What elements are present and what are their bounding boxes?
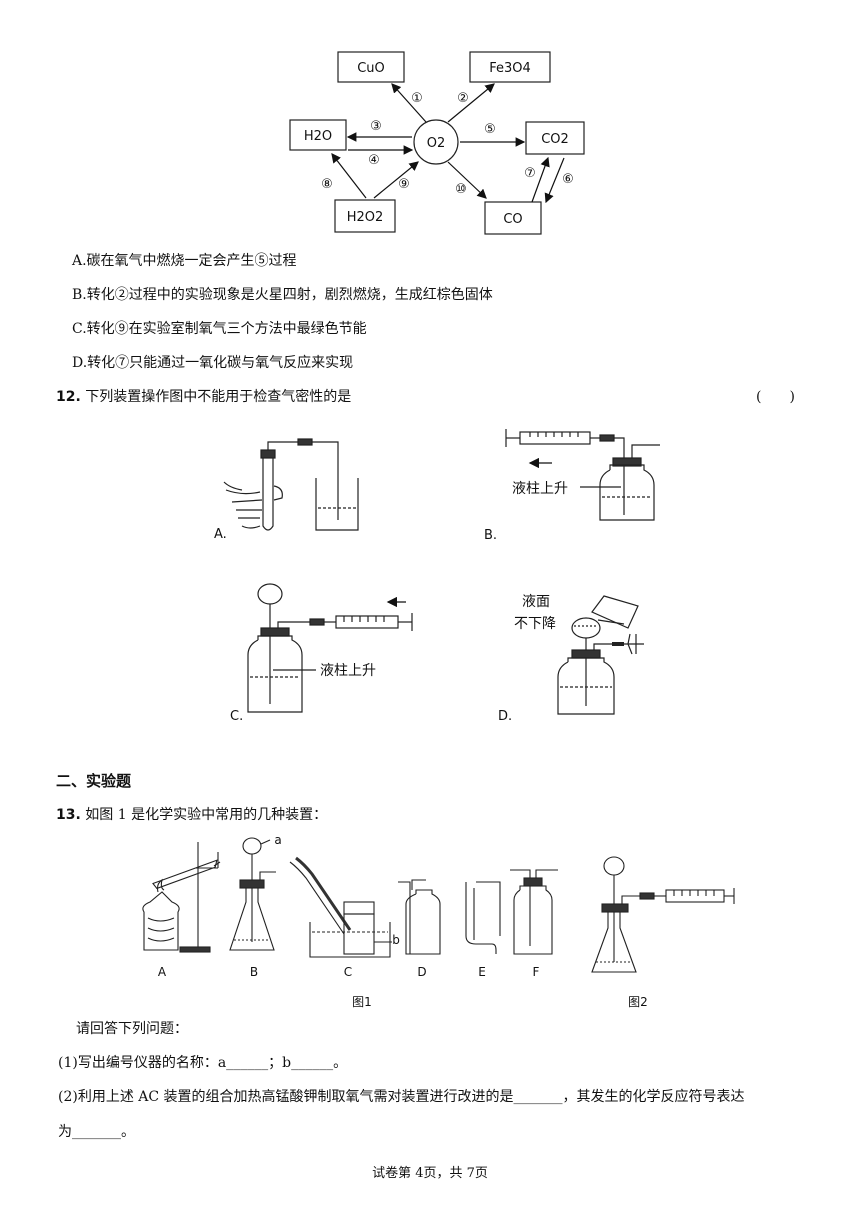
q13-text: 如图 1 是化学实验中常用的几种装置： bbox=[85, 807, 328, 823]
arrow-label-5: ⑤ bbox=[484, 122, 496, 137]
q13-number: 13. bbox=[56, 807, 81, 823]
apparatus-letter-e: E bbox=[478, 965, 486, 979]
apparatus-letter-c: C bbox=[344, 965, 352, 979]
apparatus-letter-a: A bbox=[158, 965, 167, 979]
arrow-label-6: ⑥ bbox=[562, 172, 574, 187]
arrow-label-7: ⑦ bbox=[524, 166, 536, 181]
node-o2: O2 bbox=[427, 136, 446, 151]
figure-d-funnel-water: 液面 不下降 D. bbox=[498, 594, 644, 724]
figure-d-label: D. bbox=[498, 709, 512, 724]
q12-number: 12. bbox=[56, 389, 81, 405]
node-cuo: CuO bbox=[357, 61, 385, 76]
figure-1-caption: 图1 bbox=[352, 995, 372, 1009]
q13-part-1: (1)写出编号仪器的名称：a______；b______。 bbox=[58, 1055, 348, 1071]
q11-option-c: C.转化⑨在实验室制氧气三个方法中最绿色节能 bbox=[72, 321, 367, 337]
node-co: CO bbox=[503, 212, 522, 227]
q12-text: 下列装置操作图中不能用于检查气密性的是 bbox=[85, 389, 352, 405]
figure-b-note: 液柱上升 bbox=[512, 481, 568, 497]
arrow-label-2: ② bbox=[457, 91, 469, 106]
node-h2o: H2O bbox=[304, 129, 332, 144]
q12-stem: 12. 下列装置操作图中不能用于检查气密性的是 bbox=[56, 387, 351, 407]
q11-option-d: D.转化⑦只能通过一氧化碳与氧气反应来实现 bbox=[72, 355, 354, 371]
figure-b-label: B. bbox=[484, 528, 497, 543]
node-fe3o4: Fe3O4 bbox=[489, 61, 531, 76]
page-footer: 试卷第 4页，共 7页 bbox=[372, 1166, 488, 1181]
apparatus-tag-b: b bbox=[392, 933, 400, 947]
q13-prompt: 请回答下列问题： bbox=[76, 1021, 188, 1037]
q13-part-2-line-2: 为_______。 bbox=[58, 1124, 135, 1140]
q13-part-2-line-1: (2)利用上述 AC 装置的组合加热高锰酸钾制取氧气需对装置进行改进的是____… bbox=[58, 1089, 745, 1105]
arrow-label-10: ⑩ bbox=[455, 182, 467, 197]
figure-c-note: 液柱上升 bbox=[320, 663, 376, 679]
figure-2-caption: 图2 bbox=[628, 995, 648, 1009]
figure-b-syringe-pull: 液柱上升 B. bbox=[484, 429, 660, 543]
section-title: 二、实验题 bbox=[56, 772, 132, 790]
apparatus-letter-f: F bbox=[533, 965, 540, 979]
node-co2: CO2 bbox=[541, 132, 569, 147]
q13-stem: 13. 如图 1 是化学实验中常用的几种装置： bbox=[56, 805, 327, 825]
o2-conversion-diagram: CuO Fe3O4 H2O CO2 H2O2 CO O2 ① ② ③ ④ ⑤ ⑥… bbox=[289, 51, 585, 235]
q13-apparatus-figure: A B C D E F a b 图1 图2 bbox=[142, 833, 735, 1009]
q11-option-b: B.转化②过程中的实验现象是火星四射，剧烈燃烧，生成红棕色固体 bbox=[72, 287, 493, 303]
arrow-label-1: ① bbox=[411, 91, 423, 106]
q11-option-a: A.碳在氧气中燃烧一定会产生⑤过程 bbox=[72, 253, 297, 269]
figure-a-label: A. bbox=[214, 527, 227, 542]
arrow-label-4: ④ bbox=[368, 153, 380, 168]
apparatus-letter-d: D bbox=[417, 965, 426, 979]
figure-a-hand-test-tube: A. bbox=[214, 438, 359, 542]
node-h2o2: H2O2 bbox=[347, 210, 384, 225]
figure-d-note-2: 不下降 bbox=[514, 616, 556, 632]
figure-c-syringe-push: 液柱上升 C. bbox=[230, 583, 413, 724]
arrow-label-9: ⑨ bbox=[398, 177, 410, 192]
apparatus-letter-b: B bbox=[250, 965, 258, 979]
q12-answer-bracket: ( ) bbox=[756, 389, 795, 405]
arrow-label-8: ⑧ bbox=[321, 177, 333, 192]
figure-d-note-1: 液面 bbox=[522, 594, 550, 610]
arrow-label-3: ③ bbox=[370, 119, 382, 134]
apparatus-tag-a: a bbox=[274, 833, 281, 847]
figure-c-label: C. bbox=[230, 709, 243, 724]
